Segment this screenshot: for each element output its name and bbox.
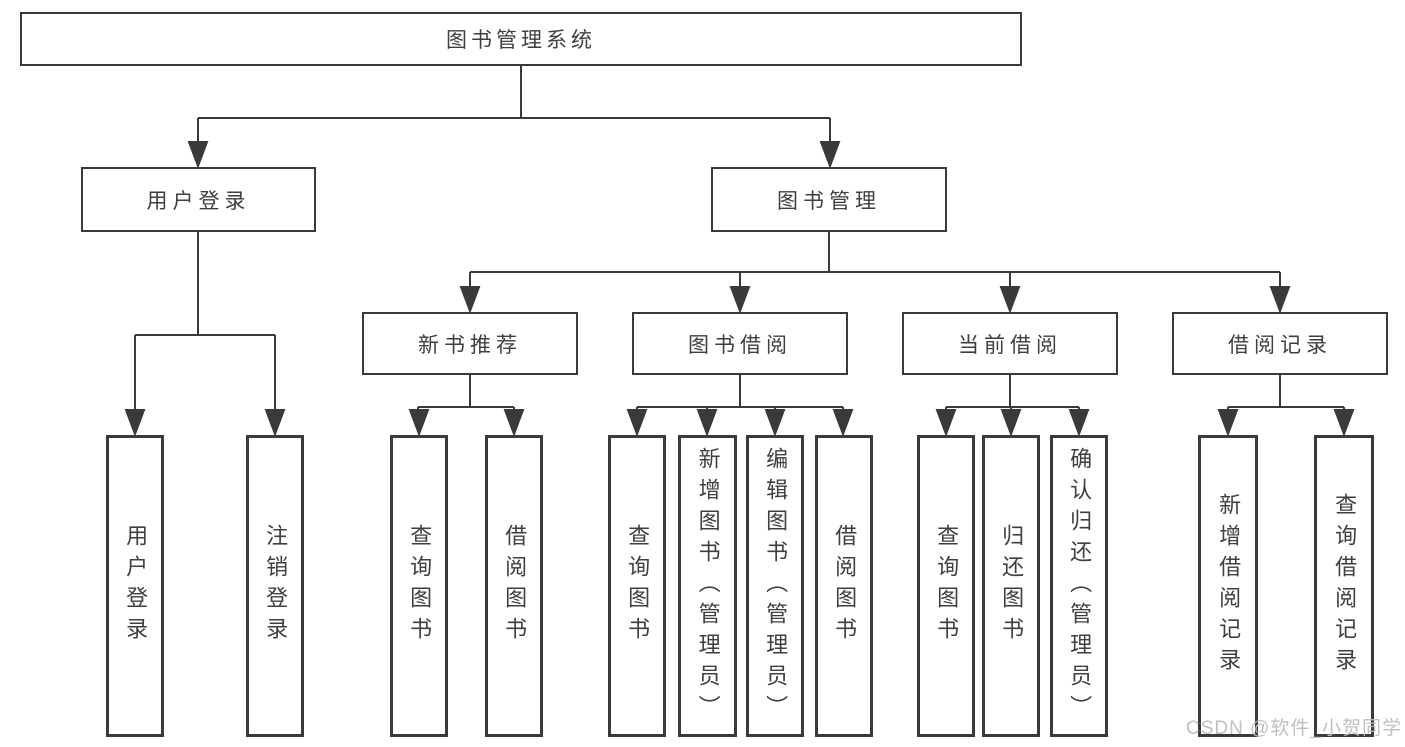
arrowhead [729, 286, 751, 314]
arrowhead [503, 409, 525, 437]
arrowhead [124, 409, 146, 437]
leaf-borrow-books-recommend: 借阅图书 [485, 435, 543, 737]
arrowhead [264, 409, 286, 437]
arrowhead [626, 409, 648, 437]
connector-borrow-records [1217, 375, 1355, 437]
node-current-borrow: 当前借阅 [902, 312, 1118, 375]
leaf-query-books-recommend: 查询图书 [390, 435, 448, 737]
arrowhead [832, 409, 854, 437]
arrowhead [1217, 409, 1239, 437]
node-borrow-records: 借阅记录 [1172, 312, 1388, 375]
arrowhead [1269, 286, 1291, 314]
connector-root-to-level2 [187, 66, 841, 169]
node-book-borrow: 图书借阅 [632, 312, 848, 375]
arrowhead [696, 409, 718, 437]
arrowhead [764, 409, 786, 437]
arrowhead [1333, 409, 1355, 437]
arrowhead [819, 141, 841, 169]
arrowhead [408, 409, 430, 437]
leaf-borrow-books: 借阅图书 [815, 435, 873, 737]
arrowhead [1000, 409, 1022, 437]
leaf-logout: 注销登录 [246, 435, 304, 737]
connector-book-management-branch [459, 232, 1291, 314]
leaf-query-books-current: 查询图书 [917, 435, 975, 737]
connector-current-borrow [935, 375, 1090, 437]
node-new-book-recommend: 新书推荐 [362, 312, 578, 375]
csdn-watermark: CSDN @软件_小贺同学 [1186, 718, 1402, 739]
arrowhead [187, 141, 209, 169]
leaf-query-borrow-record: 查询借阅记录 [1314, 435, 1374, 737]
leaf-user-login: 用户登录 [106, 435, 164, 737]
connector-new-book-recommend [408, 375, 525, 437]
leaf-confirm-return-admin: 确认归还（管理员） [1050, 435, 1108, 737]
arrowhead [459, 286, 481, 314]
leaf-edit-book-admin: 编辑图书（管理员） [746, 435, 804, 737]
node-user-login-branch: 用户登录 [81, 167, 316, 232]
connector-user-login-branch [124, 232, 286, 437]
leaf-add-book-admin: 新增图书（管理员） [678, 435, 737, 737]
arrowhead [999, 286, 1021, 314]
leaf-query-books-borrow: 查询图书 [608, 435, 666, 737]
connector-book-borrow [626, 375, 854, 437]
leaf-add-borrow-record: 新增借阅记录 [1198, 435, 1258, 737]
leaf-return-books: 归还图书 [982, 435, 1040, 737]
arrowhead [935, 409, 957, 437]
arrowhead [1068, 409, 1090, 437]
node-root-library-system: 图书管理系统 [20, 12, 1022, 66]
node-book-management-branch: 图书管理 [711, 167, 947, 232]
